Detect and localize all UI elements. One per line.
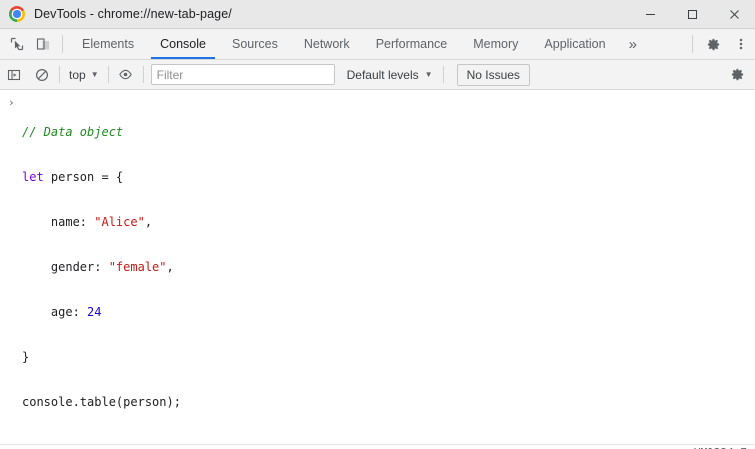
search-input[interactable] xyxy=(151,64,335,85)
console-toolbar: top ▼ Default levels ▼ No Issues xyxy=(0,60,755,90)
code-prop-name-key: name: xyxy=(22,215,94,229)
maximize-icon[interactable] xyxy=(671,0,713,28)
tab-sources[interactable]: Sources xyxy=(219,29,291,59)
actions-divider xyxy=(692,35,693,53)
code-console-table-call: console.table(person); xyxy=(22,395,181,409)
code-prop-age-key: age: xyxy=(22,305,87,319)
inspect-element-icon[interactable] xyxy=(4,29,30,59)
toolbar-divider xyxy=(143,66,144,83)
panel-tabs: Elements Console Sources Network Perform… xyxy=(69,29,647,59)
toolbar-divider xyxy=(108,66,109,83)
console-toolbar-right xyxy=(723,60,755,89)
chevron-down-icon: ▼ xyxy=(91,71,99,79)
toolbar-divider xyxy=(59,66,60,83)
kebab-menu-icon[interactable] xyxy=(727,29,755,59)
code-keyword: let xyxy=(22,170,44,184)
tab-performance[interactable]: Performance xyxy=(363,29,461,59)
console-input-entry: › // Data object let person = { name: "A… xyxy=(0,90,755,444)
chrome-logo-icon xyxy=(9,6,25,22)
live-expression-eye-icon[interactable] xyxy=(112,60,140,89)
more-tabs-chevron-icon[interactable]: » xyxy=(619,29,647,59)
chevron-down-icon: ▼ xyxy=(425,71,433,79)
execution-context-value: top xyxy=(69,68,86,82)
tab-console[interactable]: Console xyxy=(147,29,219,59)
code-comma: , xyxy=(145,215,152,229)
gear-icon[interactable] xyxy=(699,29,727,59)
clear-console-icon[interactable] xyxy=(28,60,56,89)
code-prop-age-value: 24 xyxy=(87,305,101,319)
console-output: › // Data object let person = { name: "A… xyxy=(0,90,755,449)
toolbar-divider xyxy=(62,35,63,53)
tab-memory[interactable]: Memory xyxy=(460,29,531,59)
window-controls xyxy=(629,0,755,28)
code-prop-gender-value: "female" xyxy=(109,260,167,274)
code-prop-gender-key: gender: xyxy=(22,260,109,274)
console-sidebar-icon[interactable] xyxy=(0,60,28,89)
tab-elements[interactable]: Elements xyxy=(69,29,147,59)
source-link-row: VM1334:7 xyxy=(0,445,755,449)
code-comma: , xyxy=(167,260,174,274)
close-icon[interactable] xyxy=(713,0,755,28)
minimize-icon[interactable] xyxy=(629,0,671,28)
title-bar: DevTools - chrome://new-tab-page/ xyxy=(0,0,755,29)
code-comment: // Data object xyxy=(22,125,123,139)
console-source-code: // Data object let person = { name: "Ali… xyxy=(22,95,755,440)
device-toolbar-icon[interactable] xyxy=(30,29,56,59)
tab-bar-actions xyxy=(686,29,755,59)
toolbar-divider xyxy=(443,66,444,83)
tab-network[interactable]: Network xyxy=(291,29,363,59)
window-title: DevTools - chrome://new-tab-page/ xyxy=(34,7,232,21)
code-close-brace: } xyxy=(22,350,29,364)
code-prop-name-value: "Alice" xyxy=(94,215,145,229)
execution-context-select[interactable]: top ▼ xyxy=(63,65,105,85)
no-issues-button[interactable]: No Issues xyxy=(457,64,530,86)
code-declaration: person = { xyxy=(44,170,123,184)
devtools-tab-bar: Elements Console Sources Network Perform… xyxy=(0,29,755,60)
input-arrow-icon: › xyxy=(8,96,15,109)
tab-application[interactable]: Application xyxy=(531,29,618,59)
log-levels-select[interactable]: Default levels ▼ xyxy=(347,68,433,82)
console-settings-gear-icon[interactable] xyxy=(723,60,751,89)
log-levels-label: Default levels xyxy=(347,68,419,82)
